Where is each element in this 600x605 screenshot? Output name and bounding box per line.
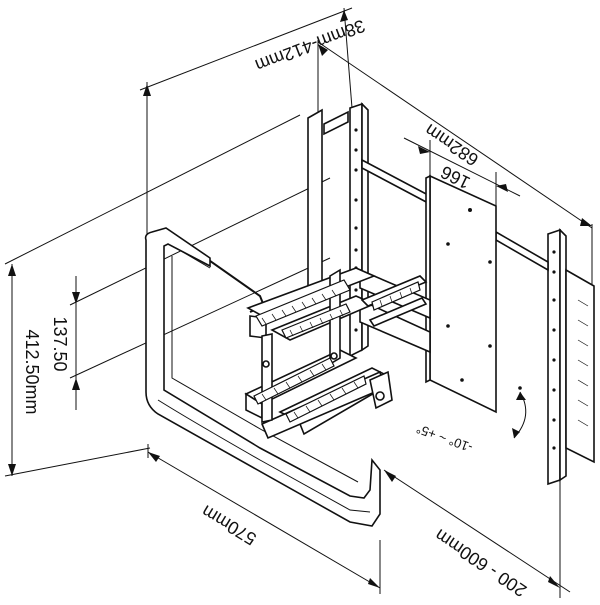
label-tilt-range: -10° ~ +5° [414,421,474,455]
grip-pads [253,279,421,423]
dimension-lines [4,7,593,598]
label-base-width: 570mm [198,501,260,549]
label-inner-vertical: 137.50 [50,316,70,371]
dimension-arrows [8,10,592,588]
label-overall-height: 412.50mm [22,329,42,414]
label-vesa-range: 200 - 600mm [431,525,530,600]
wall-rails [307,102,595,486]
